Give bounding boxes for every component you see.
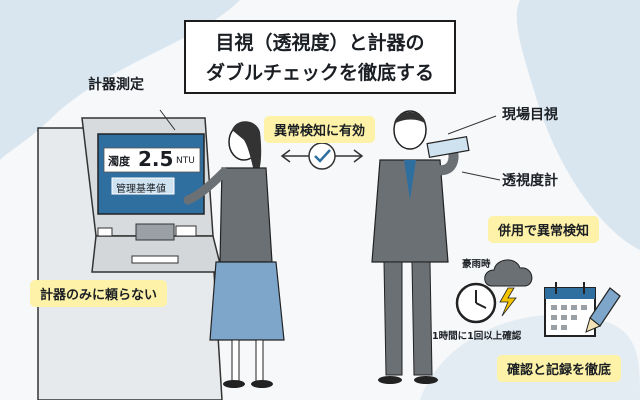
screen-unit: NTU <box>176 156 195 166</box>
title-line-2: ダブルチェックを徹底する <box>205 62 434 84</box>
label-dont-rely-on-instruments: 計器のみに頼らない <box>30 280 168 307</box>
label-instrument-measurement: 計器測定 <box>88 77 144 93</box>
label-hourly-check: 1時間に1回以上確認 <box>432 331 522 342</box>
check-icon <box>308 142 336 170</box>
screen-turbidity-value: 2.5 <box>138 147 174 171</box>
screen-turbidity-label: 濁度 <box>108 155 130 168</box>
label-combined-detection: 併用で異常検知 <box>488 216 600 243</box>
label-transparency-meter: 透視度計 <box>502 173 558 189</box>
calendar-icon <box>544 282 596 337</box>
woman-operator-figure <box>183 121 285 388</box>
label-on-site-visual: 現場目視 <box>502 107 558 123</box>
water-quality-instrument <box>37 117 223 400</box>
pencil-icon <box>585 287 621 333</box>
label-anomaly-detection: 異常検知に有効 <box>264 116 376 143</box>
storm-cloud-icon <box>484 259 533 317</box>
label-heavy-rain: 豪雨時 <box>462 259 491 270</box>
clock-icon <box>455 282 497 324</box>
background-blob-left <box>0 0 240 160</box>
man-inspector-figure <box>371 110 470 384</box>
title-line-1: 目視（透視度）と計器の <box>215 32 425 54</box>
background-blob-right <box>516 0 640 250</box>
title-box: 目視（透視度）と計器の ダブルチェックを徹底する <box>184 20 456 94</box>
label-thorough-recording: 確認と記録を徹底 <box>497 355 622 382</box>
transparency-meter-device <box>426 135 470 159</box>
screen-management-standard-button[interactable]: 管理基準値 <box>116 184 166 195</box>
